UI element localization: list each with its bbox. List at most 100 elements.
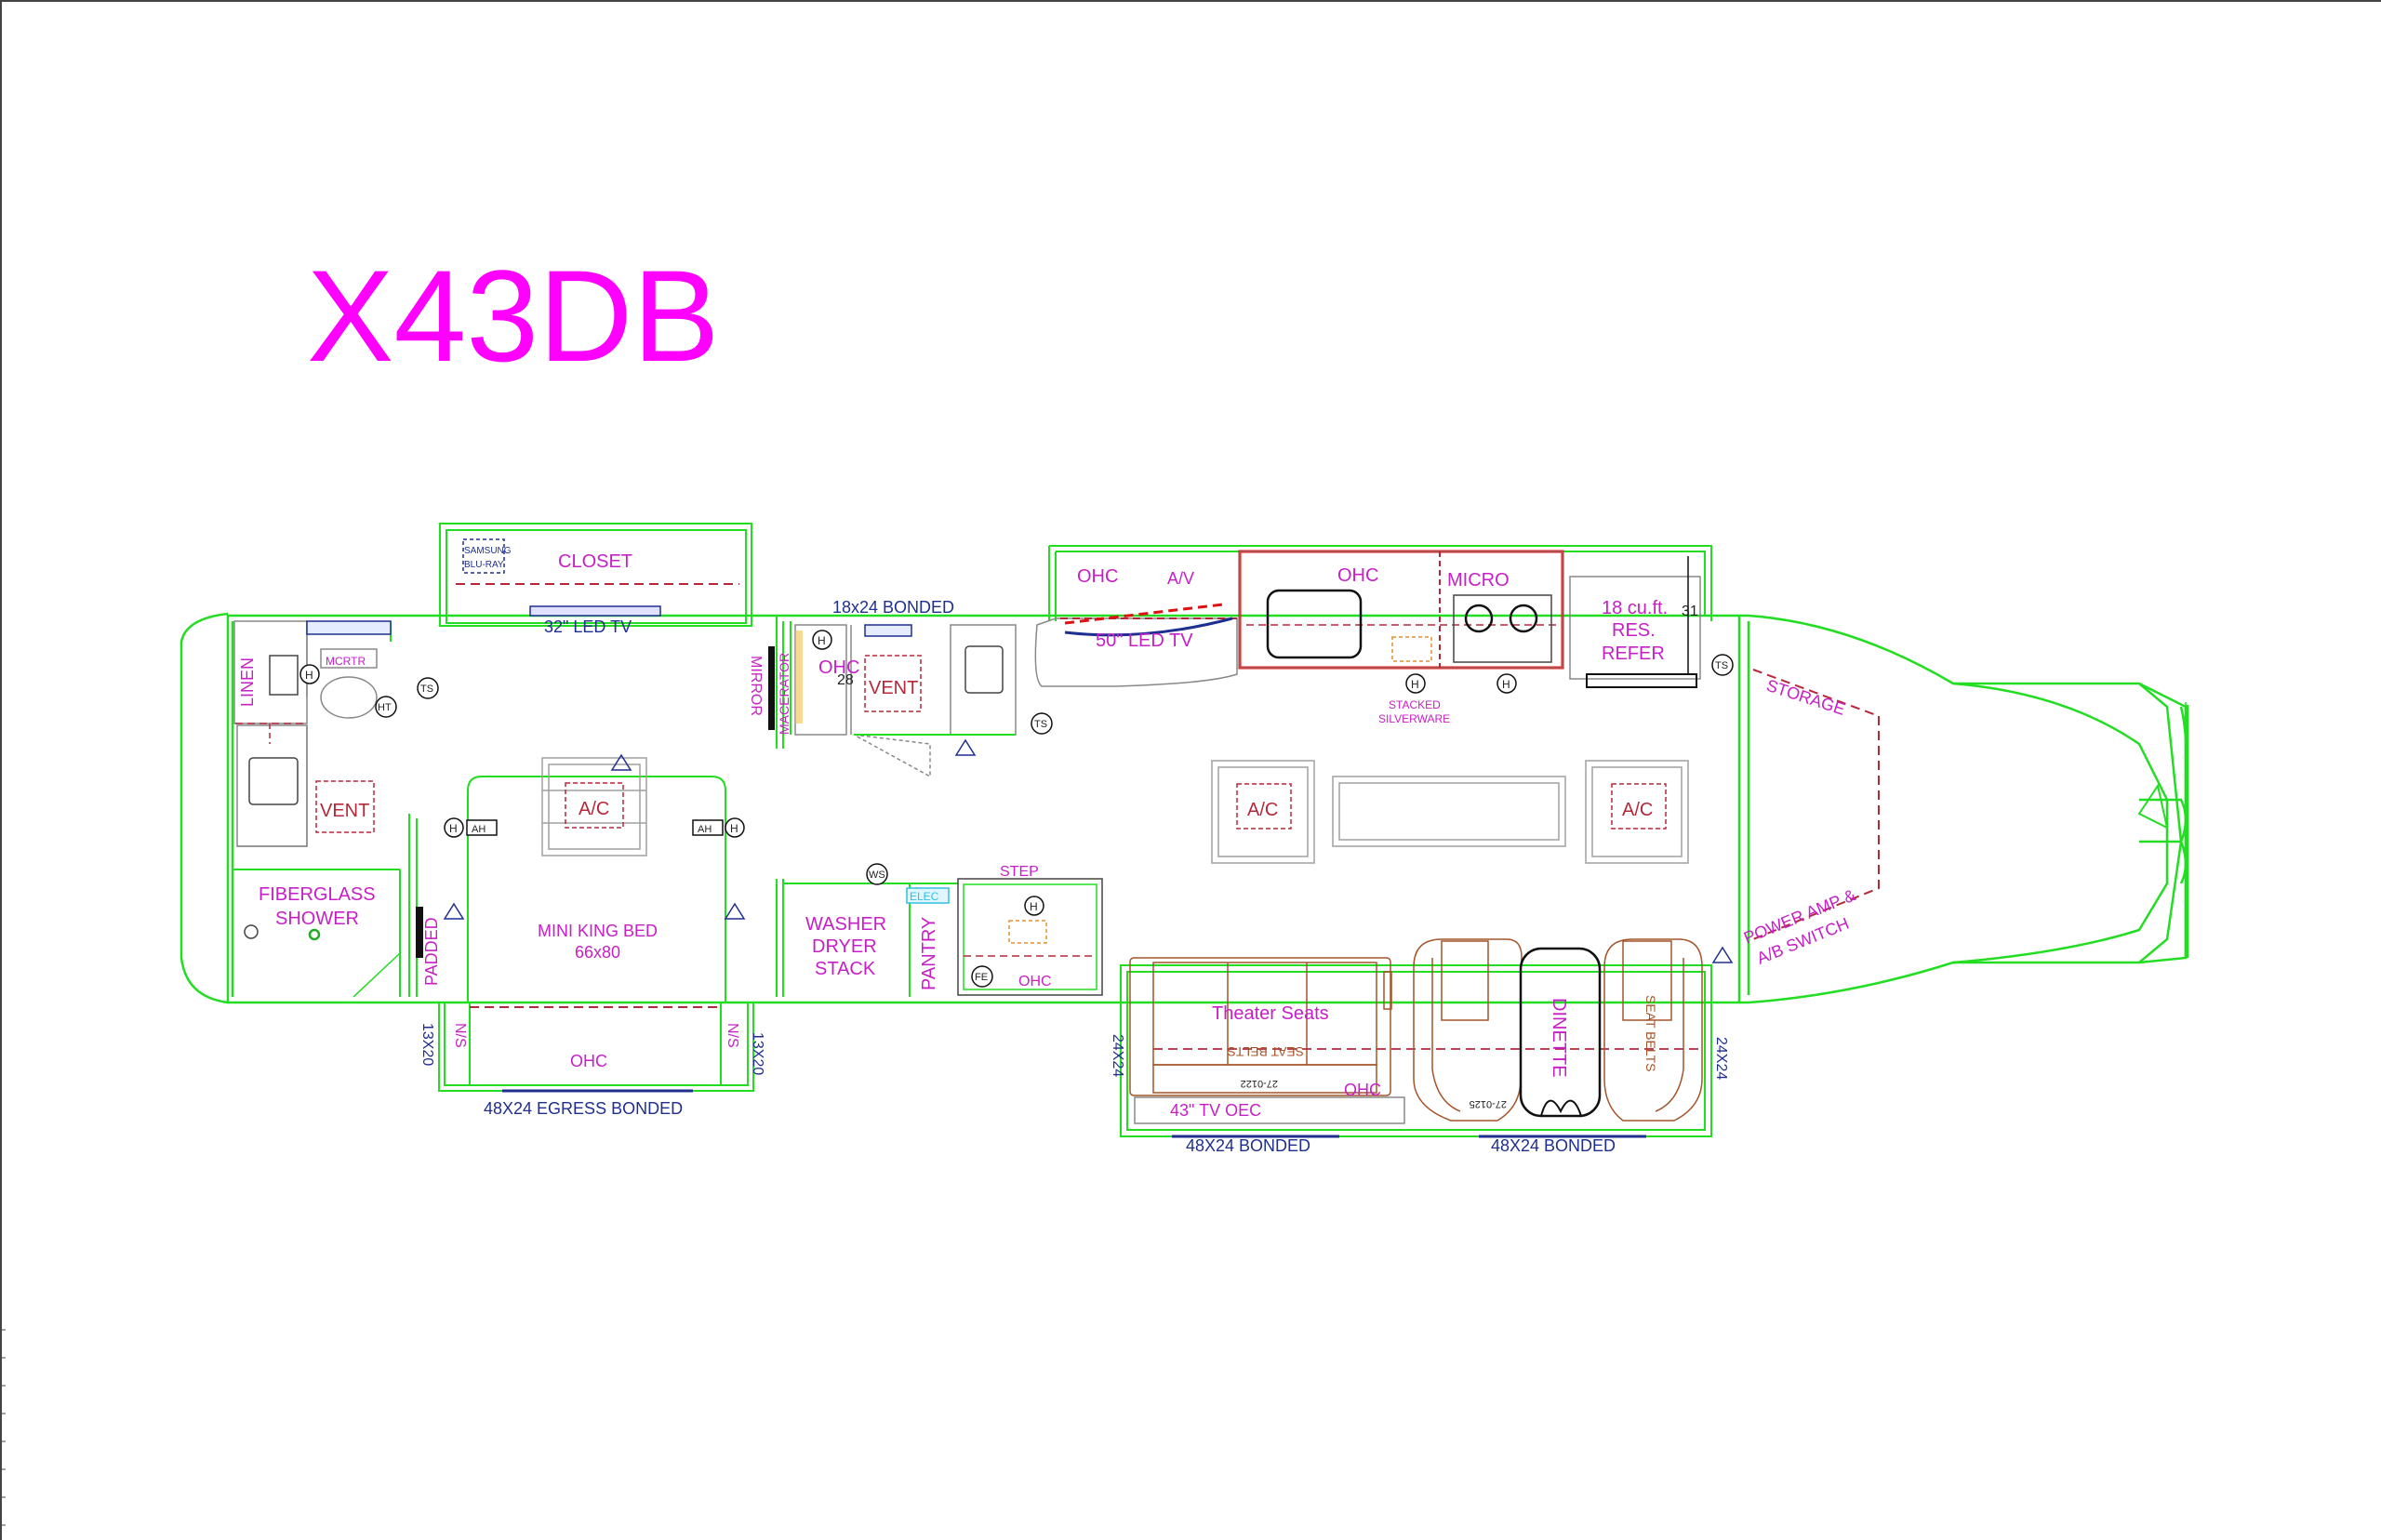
- dryer-label: DRYER: [812, 936, 877, 957]
- bed-ohc-label: OHC: [570, 1052, 607, 1070]
- refrigerator-handle: [1586, 673, 1697, 688]
- egress-label: 48X24 EGRESS BONDED: [484, 1099, 683, 1118]
- tv50-screen: [1064, 617, 1233, 637]
- galley-sink-small: [964, 645, 1004, 694]
- mirror-panel: [768, 646, 775, 730]
- bluray-player: [462, 538, 505, 574]
- bedroom-walls: [438, 616, 784, 1092]
- svg-text:TS: TS: [420, 684, 433, 695]
- heater-symbol-hall: H: [812, 630, 832, 650]
- shower-drain: [308, 928, 321, 941]
- padded-headboard: [416, 907, 423, 958]
- mid-ac-label: A/C: [1247, 800, 1278, 820]
- closet-label: CLOSET: [558, 551, 632, 572]
- ah-symbol-bed-right: AH: [692, 819, 724, 836]
- code-a-label: 27-0122: [1241, 1078, 1278, 1089]
- toilet-bowl: [320, 676, 378, 719]
- heater-symbol-bed-right: H: [725, 817, 745, 838]
- theater-label: Theater Seats: [1212, 1003, 1329, 1024]
- mid-ac-box: [1236, 783, 1292, 830]
- macerator-box: [795, 631, 803, 724]
- stacked-label: STACKED: [1389, 698, 1441, 711]
- dinette-label: DINETTE: [1549, 998, 1569, 1078]
- bonded-a-label: 48X24 BONDED: [1186, 1136, 1310, 1155]
- svg-text:H: H: [1411, 678, 1419, 691]
- burner-right: [1509, 604, 1538, 633]
- fiberglass-label: FIBERGLASS: [259, 884, 376, 905]
- svg-text:FE: FE: [975, 972, 988, 983]
- micro-label: MICRO: [1447, 570, 1510, 591]
- living-ac-units: [1211, 760, 1689, 864]
- svg-text:H: H: [449, 822, 458, 835]
- bedroom-ac-unit: [541, 757, 647, 856]
- front-storage-outline: [1752, 669, 1880, 940]
- tv32-outline: [529, 605, 661, 617]
- shower-label: SHOWER: [275, 909, 359, 929]
- svg-text:TS: TS: [1034, 719, 1047, 730]
- svg-text:TS: TS: [1715, 660, 1728, 671]
- seat-belts-b-label: SEAT BELTS: [1643, 995, 1658, 1071]
- cooktop: [1453, 594, 1552, 663]
- heater-symbol-bed-left: H: [444, 817, 464, 838]
- bath-sink: [248, 757, 299, 805]
- mid-vent-label: VENT: [869, 678, 918, 698]
- rear-bath: [232, 620, 418, 998]
- model-title: X43DB: [307, 243, 720, 389]
- ts-symbol-bath: TS: [417, 677, 439, 699]
- bedroom-ac-label: A/C: [579, 799, 609, 819]
- heater-symbol-bath: H: [299, 664, 320, 684]
- coach-shell: [180, 612, 2189, 1004]
- refer-line3: REFER: [1602, 644, 1665, 664]
- seat-belts-a-label: SEAT BELTS: [1228, 1044, 1304, 1059]
- ah-symbol-bed-left: AH: [466, 819, 498, 836]
- tv43-label: 43" TV OEC: [1170, 1101, 1261, 1120]
- svg-text:AH: AH: [698, 824, 712, 835]
- warning-triangles: [443, 738, 1734, 963]
- dinette-table-base: [1540, 1099, 1582, 1117]
- bluray-label: BLU-RAY: [464, 560, 504, 570]
- burner-left: [1464, 604, 1494, 633]
- ns-left-label: N/S: [452, 1023, 468, 1048]
- silverware-label: SILVERWARE: [1378, 712, 1450, 725]
- padded-label: PADDED: [422, 917, 441, 986]
- tv43-console: [1134, 1096, 1405, 1124]
- bath-outlet-box: [269, 655, 299, 696]
- pantry-label: PANTRY: [919, 917, 939, 990]
- dim-1320-left: 13X20: [419, 1023, 435, 1066]
- tv50-label: 50" LED TV: [1096, 631, 1193, 651]
- bonded-b-label: 48X24 BONDED: [1491, 1136, 1616, 1155]
- samsung-label: SAMSUNG: [464, 546, 512, 556]
- mid-ohc-label: OHC: [818, 657, 859, 678]
- svg-text:HT: HT: [378, 702, 392, 713]
- dim-2424-right: 24X24: [1713, 1037, 1729, 1080]
- svg-text:H: H: [818, 634, 826, 647]
- ts-symbol-hall: TS: [1031, 712, 1053, 735]
- heater-symbol-kitchen-a: H: [1405, 673, 1426, 694]
- washer-label: WASHER: [805, 914, 886, 935]
- closet-slideout: [439, 523, 752, 627]
- ht-symbol-bath: HT: [375, 696, 397, 718]
- refer-line1: 18 cu.ft.: [1602, 598, 1668, 618]
- front-ac-box: [1611, 783, 1667, 830]
- macerator-label: MACERATOR: [777, 653, 791, 735]
- page-ticks: [0, 1329, 6, 1526]
- dinette-table: [1519, 947, 1602, 1118]
- svg-text:H: H: [1030, 900, 1038, 913]
- front-ac-label: A/C: [1622, 800, 1653, 820]
- mid-vent-box: [864, 655, 922, 712]
- toilet-tank: [320, 648, 378, 669]
- bedroom-ac-box: [565, 782, 624, 829]
- code-b-label: 27-0125: [1470, 1098, 1507, 1109]
- elec-label: ELEC: [910, 890, 939, 903]
- step-label: STEP: [1000, 864, 1039, 880]
- heater-symbol-kitchen-b: H: [1496, 673, 1517, 694]
- ws-symbol: WS: [866, 863, 888, 885]
- dim-28-label: 28: [837, 672, 854, 688]
- svg-text:WS: WS: [869, 870, 885, 881]
- silverware-drawer: [1391, 636, 1432, 662]
- tv-console: [1034, 617, 1238, 687]
- dim-2424-left: 24X24: [1110, 1034, 1125, 1077]
- kitchen-ohc-a-label: OHC: [1077, 566, 1118, 587]
- dim-1320-right: 13X20: [750, 1032, 765, 1075]
